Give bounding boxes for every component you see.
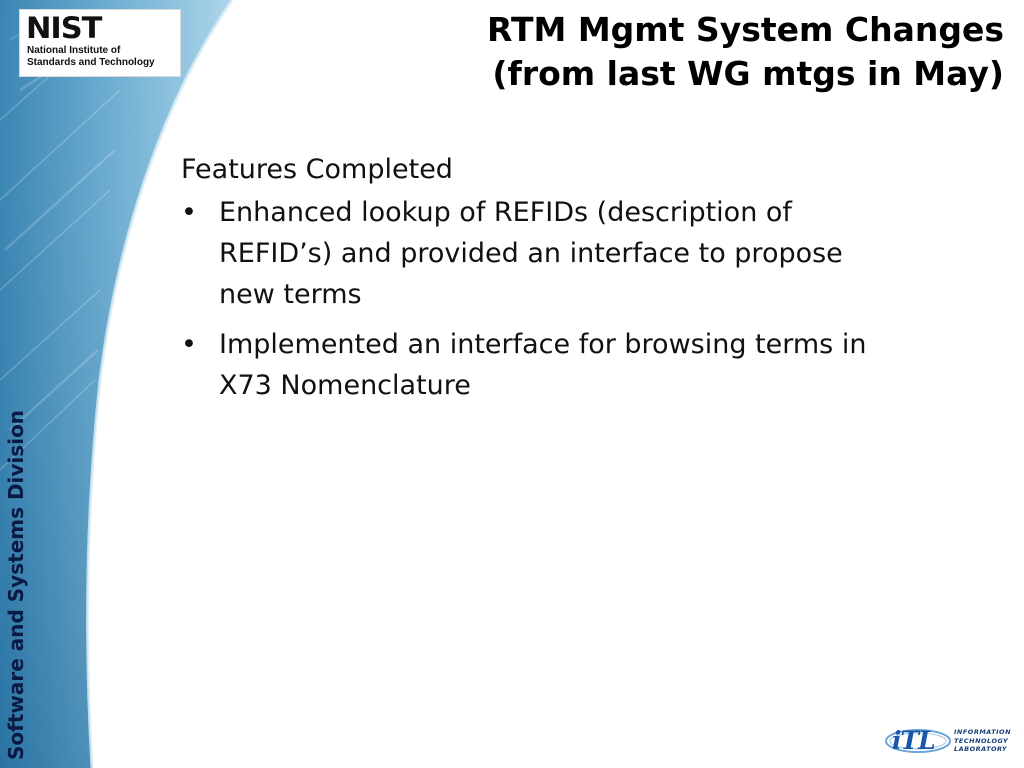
nist-logo-name-line1: National Institute of <box>27 45 121 56</box>
bullet-line: X73 Nomenclature <box>219 370 471 401</box>
itl-logo-line1: INFORMATION <box>954 728 1012 736</box>
slide-content: Features Completed • Enhanced lookup of … <box>181 149 971 415</box>
itl-logo-line3: LABORATORY <box>954 745 1008 753</box>
bullet-line: Enhanced lookup of REFIDs (description o… <box>219 197 792 228</box>
itl-swoosh-icon <box>885 729 951 753</box>
division-label: Software and Systems Division <box>4 409 28 760</box>
bullet-line: REFID’s) and provided an interface to pr… <box>219 238 843 269</box>
itl-logo-wordmark: iTL <box>892 726 936 755</box>
section-heading: Features Completed <box>181 154 453 185</box>
nist-logo-name: National Institute of Standards and Tech… <box>27 45 179 69</box>
itl-logo-text: INFORMATION TECHNOLOGY LABORATORY <box>954 728 1011 754</box>
nist-logo: NIST National Institute of Standards and… <box>19 9 181 77</box>
bullet-glyph: • <box>181 197 197 228</box>
slide-title: RTM Mgmt System Changes (from last WG mt… <box>384 8 1004 96</box>
bullet-list: • Enhanced lookup of REFIDs (description… <box>181 192 971 406</box>
bullet-glyph: • <box>181 329 197 360</box>
nist-logo-mark: NIST <box>26 11 102 45</box>
itl-logo-line2: TECHNOLOGY <box>954 736 1009 745</box>
slide-title-line2: (from last WG mtgs in May) <box>492 54 1004 93</box>
bullet-item: • Enhanced lookup of REFIDs (description… <box>181 192 959 315</box>
slide-title-line1: RTM Mgmt System Changes <box>487 10 1004 49</box>
bullet-line: new terms <box>219 279 362 310</box>
bullet-item: • Implemented an interface for browsing … <box>181 324 959 406</box>
bullet-line: Implemented an interface for browsing te… <box>219 329 867 360</box>
itl-logo: iTL INFORMATION TECHNOLOGY LABORATORY <box>884 722 1014 760</box>
nist-logo-name-line2: Standards and Technology <box>27 57 155 68</box>
